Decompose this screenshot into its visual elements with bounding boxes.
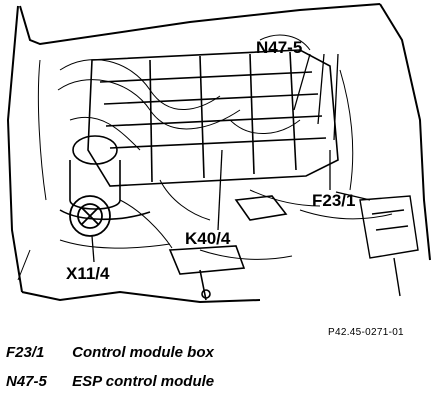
legend-description: ESP control module [72,373,215,390]
callout-leaders [91,53,371,263]
label-x11-4: X11/4 [66,264,110,283]
right-side-components [359,195,419,297]
legend-item: F23/1 Control module box [6,344,214,361]
label-n47-5: N47-5 [256,38,302,57]
diagnostic-connector [69,195,111,237]
figure-code: P42.45-0271-01 [328,327,404,338]
body-outline [6,3,431,304]
legend-item: N47-5 ESP control module [6,373,214,390]
legend-code: N47-5 [6,373,47,390]
label-f23-1: F23/1 [312,191,355,210]
relay-housing [168,195,288,301]
control-module-box-shape [87,49,339,187]
wiring-harness [17,34,393,281]
legend-description: Control module box [72,344,214,361]
legend-code: F23/1 [6,344,45,361]
label-k40-4: K40/4 [185,229,231,248]
